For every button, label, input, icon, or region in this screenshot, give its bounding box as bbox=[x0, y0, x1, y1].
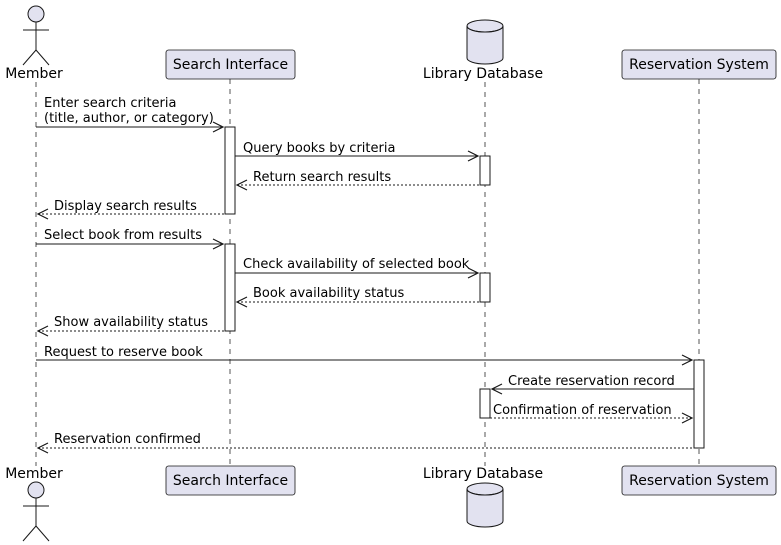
message-enter-search-criteria: Enter search criteria (title, author, or… bbox=[36, 96, 225, 133]
arrowhead bbox=[681, 412, 694, 424]
arrowhead bbox=[36, 208, 49, 220]
message-label: Create reservation record bbox=[508, 374, 675, 389]
participant-label: Reservation System bbox=[629, 57, 769, 73]
participant-member-top: Member bbox=[5, 5, 63, 82]
participant-label: Library Database bbox=[423, 66, 543, 82]
message-request-reserve: Request to reserve book bbox=[36, 345, 694, 366]
participant-reservation-system-bottom: Reservation System bbox=[621, 465, 777, 496]
arrowhead bbox=[467, 150, 480, 162]
participant-library-database-bottom: Library Database bbox=[423, 466, 543, 528]
message-label: Reservation confirmed bbox=[54, 432, 201, 447]
arrowhead bbox=[212, 238, 225, 250]
actor-icon bbox=[22, 481, 50, 542]
participant-label: Library Database bbox=[423, 466, 543, 482]
message-label: (title, author, or category) bbox=[44, 111, 214, 126]
message-display-search-results: Display search results bbox=[36, 199, 225, 220]
activation-search-1 bbox=[224, 126, 236, 215]
message-label: Display search results bbox=[54, 199, 197, 214]
arrowhead bbox=[681, 354, 694, 366]
message-confirmation-of-reservation: Confirmation of reservation bbox=[490, 403, 694, 424]
arrowhead bbox=[36, 442, 49, 454]
participant-label: Search Interface bbox=[173, 473, 288, 489]
message-book-availability-status: Book availability status bbox=[235, 286, 480, 308]
database-icon bbox=[466, 19, 504, 65]
message-label: Book availability status bbox=[253, 286, 404, 301]
participant-label: Member bbox=[5, 466, 63, 482]
activation-database-3 bbox=[479, 388, 491, 419]
participant-label: Member bbox=[5, 66, 63, 82]
arrowhead bbox=[212, 121, 225, 133]
participant-library-database-top: Library Database bbox=[423, 19, 543, 82]
message-create-reservation-record: Create reservation record bbox=[490, 374, 694, 395]
arrowhead bbox=[235, 179, 248, 191]
activation-database-1 bbox=[479, 155, 491, 186]
message-label: Query books by criteria bbox=[243, 141, 395, 156]
message-show-availability-status: Show availability status bbox=[36, 315, 225, 337]
participant-reservation-system-top: Reservation System bbox=[621, 49, 777, 80]
participant-search-interface-bottom: Search Interface bbox=[165, 465, 296, 496]
message-label: Request to reserve book bbox=[44, 345, 203, 360]
message-label: Return search results bbox=[253, 170, 391, 185]
database-icon bbox=[466, 482, 504, 528]
message-label: Select book from results bbox=[44, 228, 202, 243]
message-label: Confirmation of reservation bbox=[493, 403, 672, 418]
activation-search-2 bbox=[224, 243, 236, 332]
message-return-search-results: Return search results bbox=[235, 170, 480, 191]
message-query-books: Query books by criteria bbox=[235, 141, 480, 162]
message-label: Show availability status bbox=[54, 315, 208, 330]
participant-label: Search Interface bbox=[173, 57, 288, 73]
message-check-availability: Check availability of selected book bbox=[235, 257, 480, 279]
activation-reservation bbox=[693, 359, 705, 449]
participant-search-interface-top: Search Interface bbox=[165, 49, 296, 80]
message-label: Check availability of selected book bbox=[243, 257, 470, 272]
actor-icon bbox=[22, 5, 50, 66]
message-label: Enter search criteria bbox=[44, 96, 176, 111]
arrowhead bbox=[490, 383, 503, 395]
participant-label: Reservation System bbox=[629, 473, 769, 489]
message-reservation-confirmed: Reservation confirmed bbox=[36, 432, 694, 454]
participant-member-bottom: Member bbox=[5, 466, 63, 542]
message-select-book: Select book from results bbox=[36, 228, 225, 250]
arrowhead bbox=[36, 325, 49, 337]
arrowhead bbox=[467, 267, 480, 279]
arrowhead bbox=[235, 296, 248, 308]
activation-database-2 bbox=[479, 272, 491, 303]
